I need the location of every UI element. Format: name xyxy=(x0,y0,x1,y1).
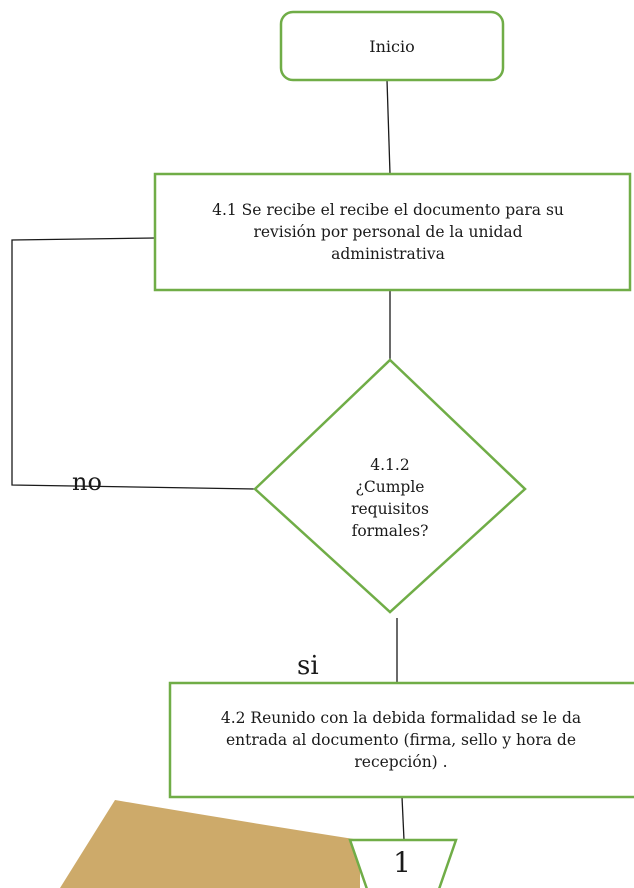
offpage-connector-shape xyxy=(348,838,458,888)
connector-start-to-step1 xyxy=(386,79,391,175)
offpage-connector-label: 1 xyxy=(393,845,411,879)
step-2-label: 4.2 Reunido con la debida formalidad se … xyxy=(220,709,582,771)
branch-si-label: si xyxy=(297,651,319,681)
decision-diamond-shape xyxy=(253,358,527,614)
decision-label: 4.1.2 ¿Cumple requisitos formales? xyxy=(351,456,429,540)
branch-no-label: no xyxy=(72,468,102,496)
process-step-2-shape xyxy=(168,681,634,799)
start-terminator-shape xyxy=(279,10,505,82)
connector-no-loop xyxy=(11,237,256,490)
decorative-background-shape xyxy=(60,800,360,888)
connector-step2-to-offpage xyxy=(401,796,405,841)
start-label: Inicio xyxy=(369,36,415,56)
process-step-1-shape xyxy=(153,172,632,292)
step-1-label: 4.1 Se recibe el recibe el documento par… xyxy=(212,201,564,263)
